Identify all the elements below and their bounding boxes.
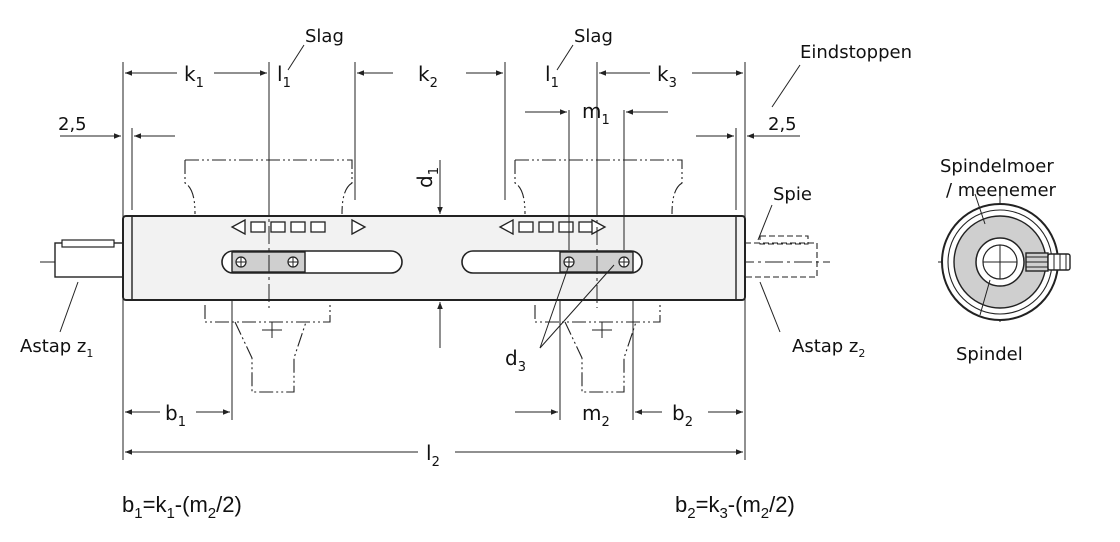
- label-meenemer: / meenemer: [946, 180, 1057, 201]
- dim-b1: b1: [165, 401, 186, 430]
- carriage-outline-top-right: [514, 159, 683, 215]
- label-eindstoppen: Eindstoppen: [800, 42, 912, 63]
- dim-m2: m2: [582, 401, 610, 430]
- travel-indicator-left: [230, 218, 367, 236]
- dim-b2: b2: [672, 401, 693, 430]
- dim-offset-right: 2,5: [768, 114, 797, 135]
- axle-left: [54, 239, 124, 278]
- carriage-outline-top-left: [184, 159, 353, 215]
- dim-l1-left: l1: [277, 62, 291, 91]
- tube-body: [122, 215, 746, 301]
- label-astap-z1: Astap z1: [20, 336, 93, 360]
- leader-lines: [59, 44, 801, 349]
- formula-b1: b1=k1-(m2/2): [122, 492, 242, 522]
- dim-offset-left: 2,5: [58, 114, 87, 135]
- carriage-outline-bottom-left: [204, 305, 331, 393]
- dim-k2: k2: [418, 62, 438, 91]
- dim-k1: k1: [184, 62, 204, 91]
- label-spindelmoer: Spindelmoer: [940, 156, 1054, 177]
- dimension-lines: [60, 70, 800, 455]
- carriage-outline-bottom-right: [534, 305, 661, 393]
- axle-right: [744, 235, 818, 278]
- label-spie: Spie: [773, 184, 812, 205]
- end-view-cross-section: [938, 188, 1071, 322]
- formula-b2: b2=k3-(m2/2): [675, 492, 795, 522]
- travel-indicator-right: [498, 218, 607, 236]
- dim-l1-right: l1: [545, 62, 559, 91]
- extension-lines: [122, 62, 746, 460]
- dim-l2: l2: [426, 441, 440, 470]
- dim-k3: k3: [657, 62, 677, 91]
- dim-d3: d3: [505, 346, 526, 375]
- dim-m1: m1: [582, 99, 610, 128]
- label-slag-left: Slag: [305, 26, 344, 47]
- label-spindel: Spindel: [956, 344, 1023, 365]
- dim-d1: d1: [413, 167, 442, 188]
- label-astap-z2: Astap z2: [792, 336, 865, 360]
- label-slag-right: Slag: [574, 26, 613, 47]
